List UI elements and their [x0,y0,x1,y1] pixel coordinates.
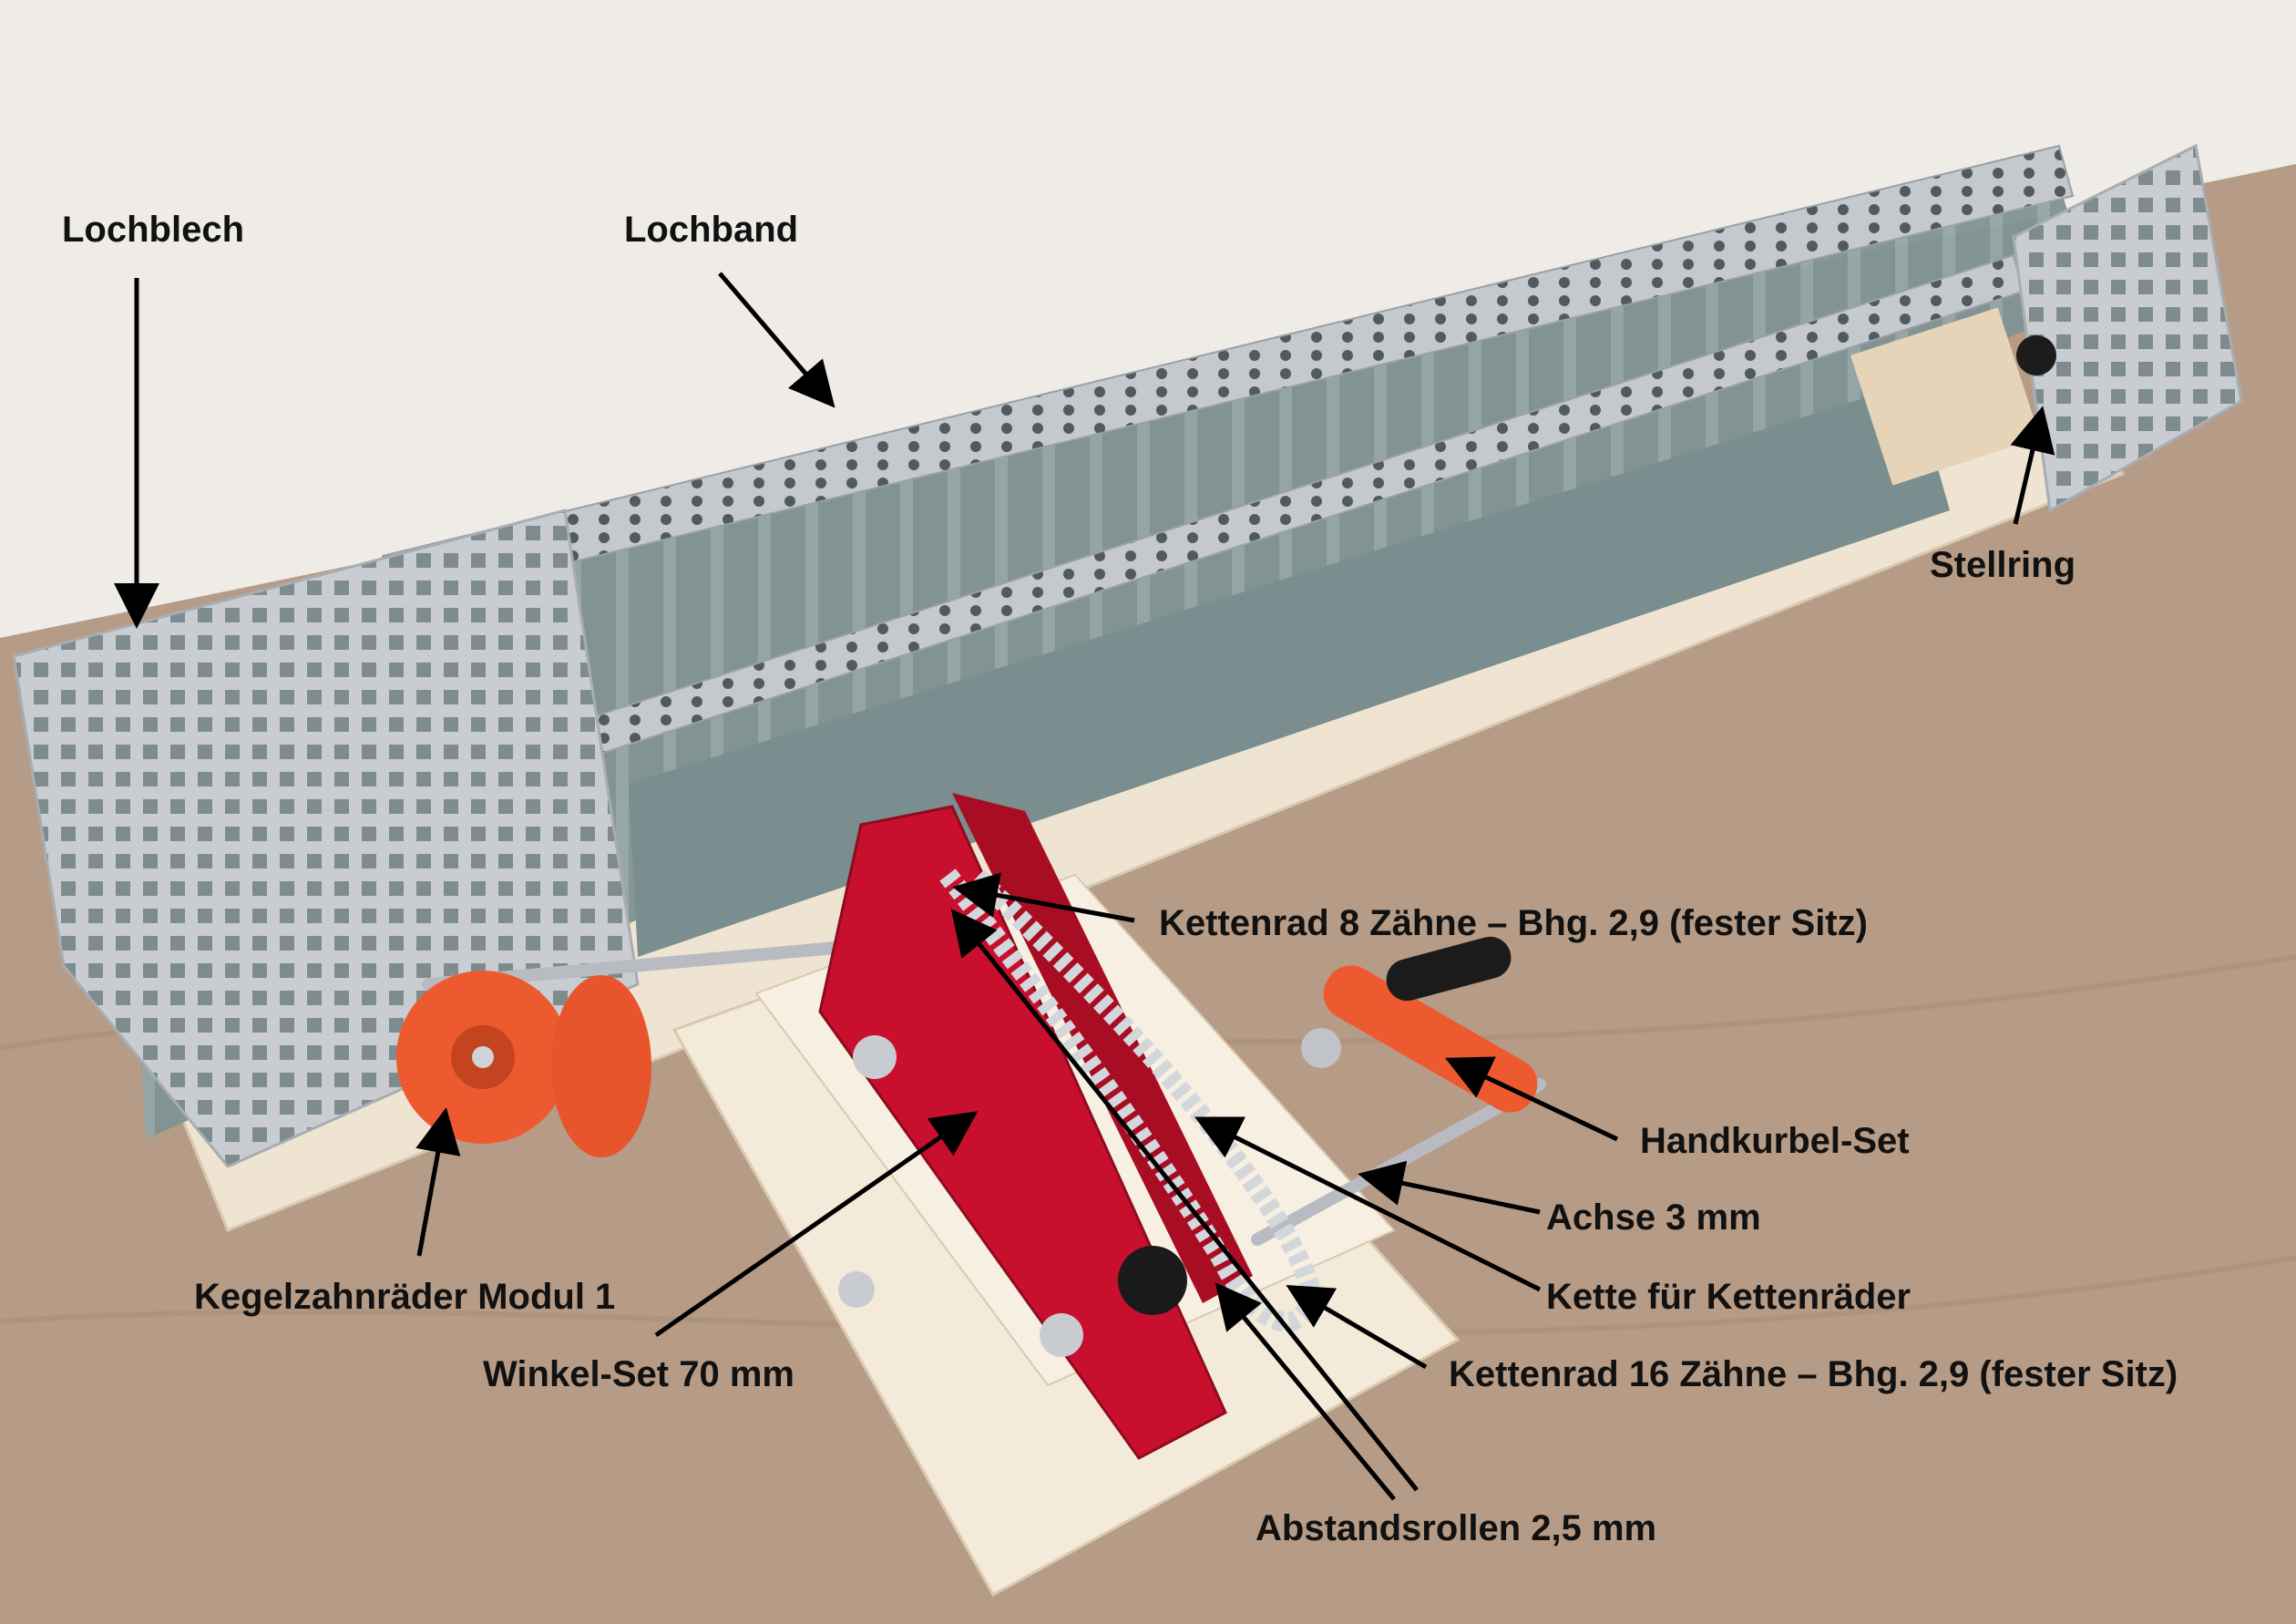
label-achse: Achse 3 mm [1546,1197,1761,1238]
set-collar [2016,335,2056,375]
arrow-kette [1194,1116,1542,1292]
screw-2 [1040,1313,1083,1357]
arrow-kegelzahnraeder [415,1107,461,1257]
label-lochblech: Lochblech [62,210,245,250]
label-abstandsrollen: Abstandsrollen 2,5 mm [1256,1508,1657,1548]
label-kettenrad-16: Kettenrad 16 Zähne – Bhg. 2,9 (fester Si… [1449,1354,2178,1394]
arrow-lochband [718,272,835,408]
label-lochband: Lochband [624,210,799,250]
arrow-abstandsrollen-1 [950,909,1419,1492]
label-kettenrad-8: Kettenrad 8 Zähne – Bhg. 2,9 (fester Sit… [1159,903,1868,943]
screw-1 [853,1035,897,1079]
arrow-stellring [2010,406,2055,525]
label-stellring: Stellring [1930,545,2076,585]
spacer-roller [1118,1246,1187,1315]
annotation-arrows [114,272,2055,1501]
label-winkel-set: Winkel-Set 70 mm [483,1354,794,1394]
label-kette: Kette für Kettenräder [1546,1277,1912,1317]
gutter-side [629,383,1950,957]
arrow-achse [1358,1160,1541,1215]
bevel-gears [396,971,651,1157]
arrow-handkurbel [1444,1056,1619,1142]
label-handkurbel: Handkurbel-Set [1640,1121,1910,1161]
drive-chain [939,868,1323,1332]
arrow-kettenrad-16 [1286,1284,1428,1370]
arrow-abstandsrollen-2 [1215,1282,1396,1501]
wood-block-right [1850,307,2041,486]
screw-3 [838,1271,875,1308]
label-kegelzahnraeder: Kegelzahnräder Modul 1 [194,1277,616,1317]
arrow-kettenrad-8 [952,872,1135,923]
arrow-winkel-set [654,1111,979,1338]
